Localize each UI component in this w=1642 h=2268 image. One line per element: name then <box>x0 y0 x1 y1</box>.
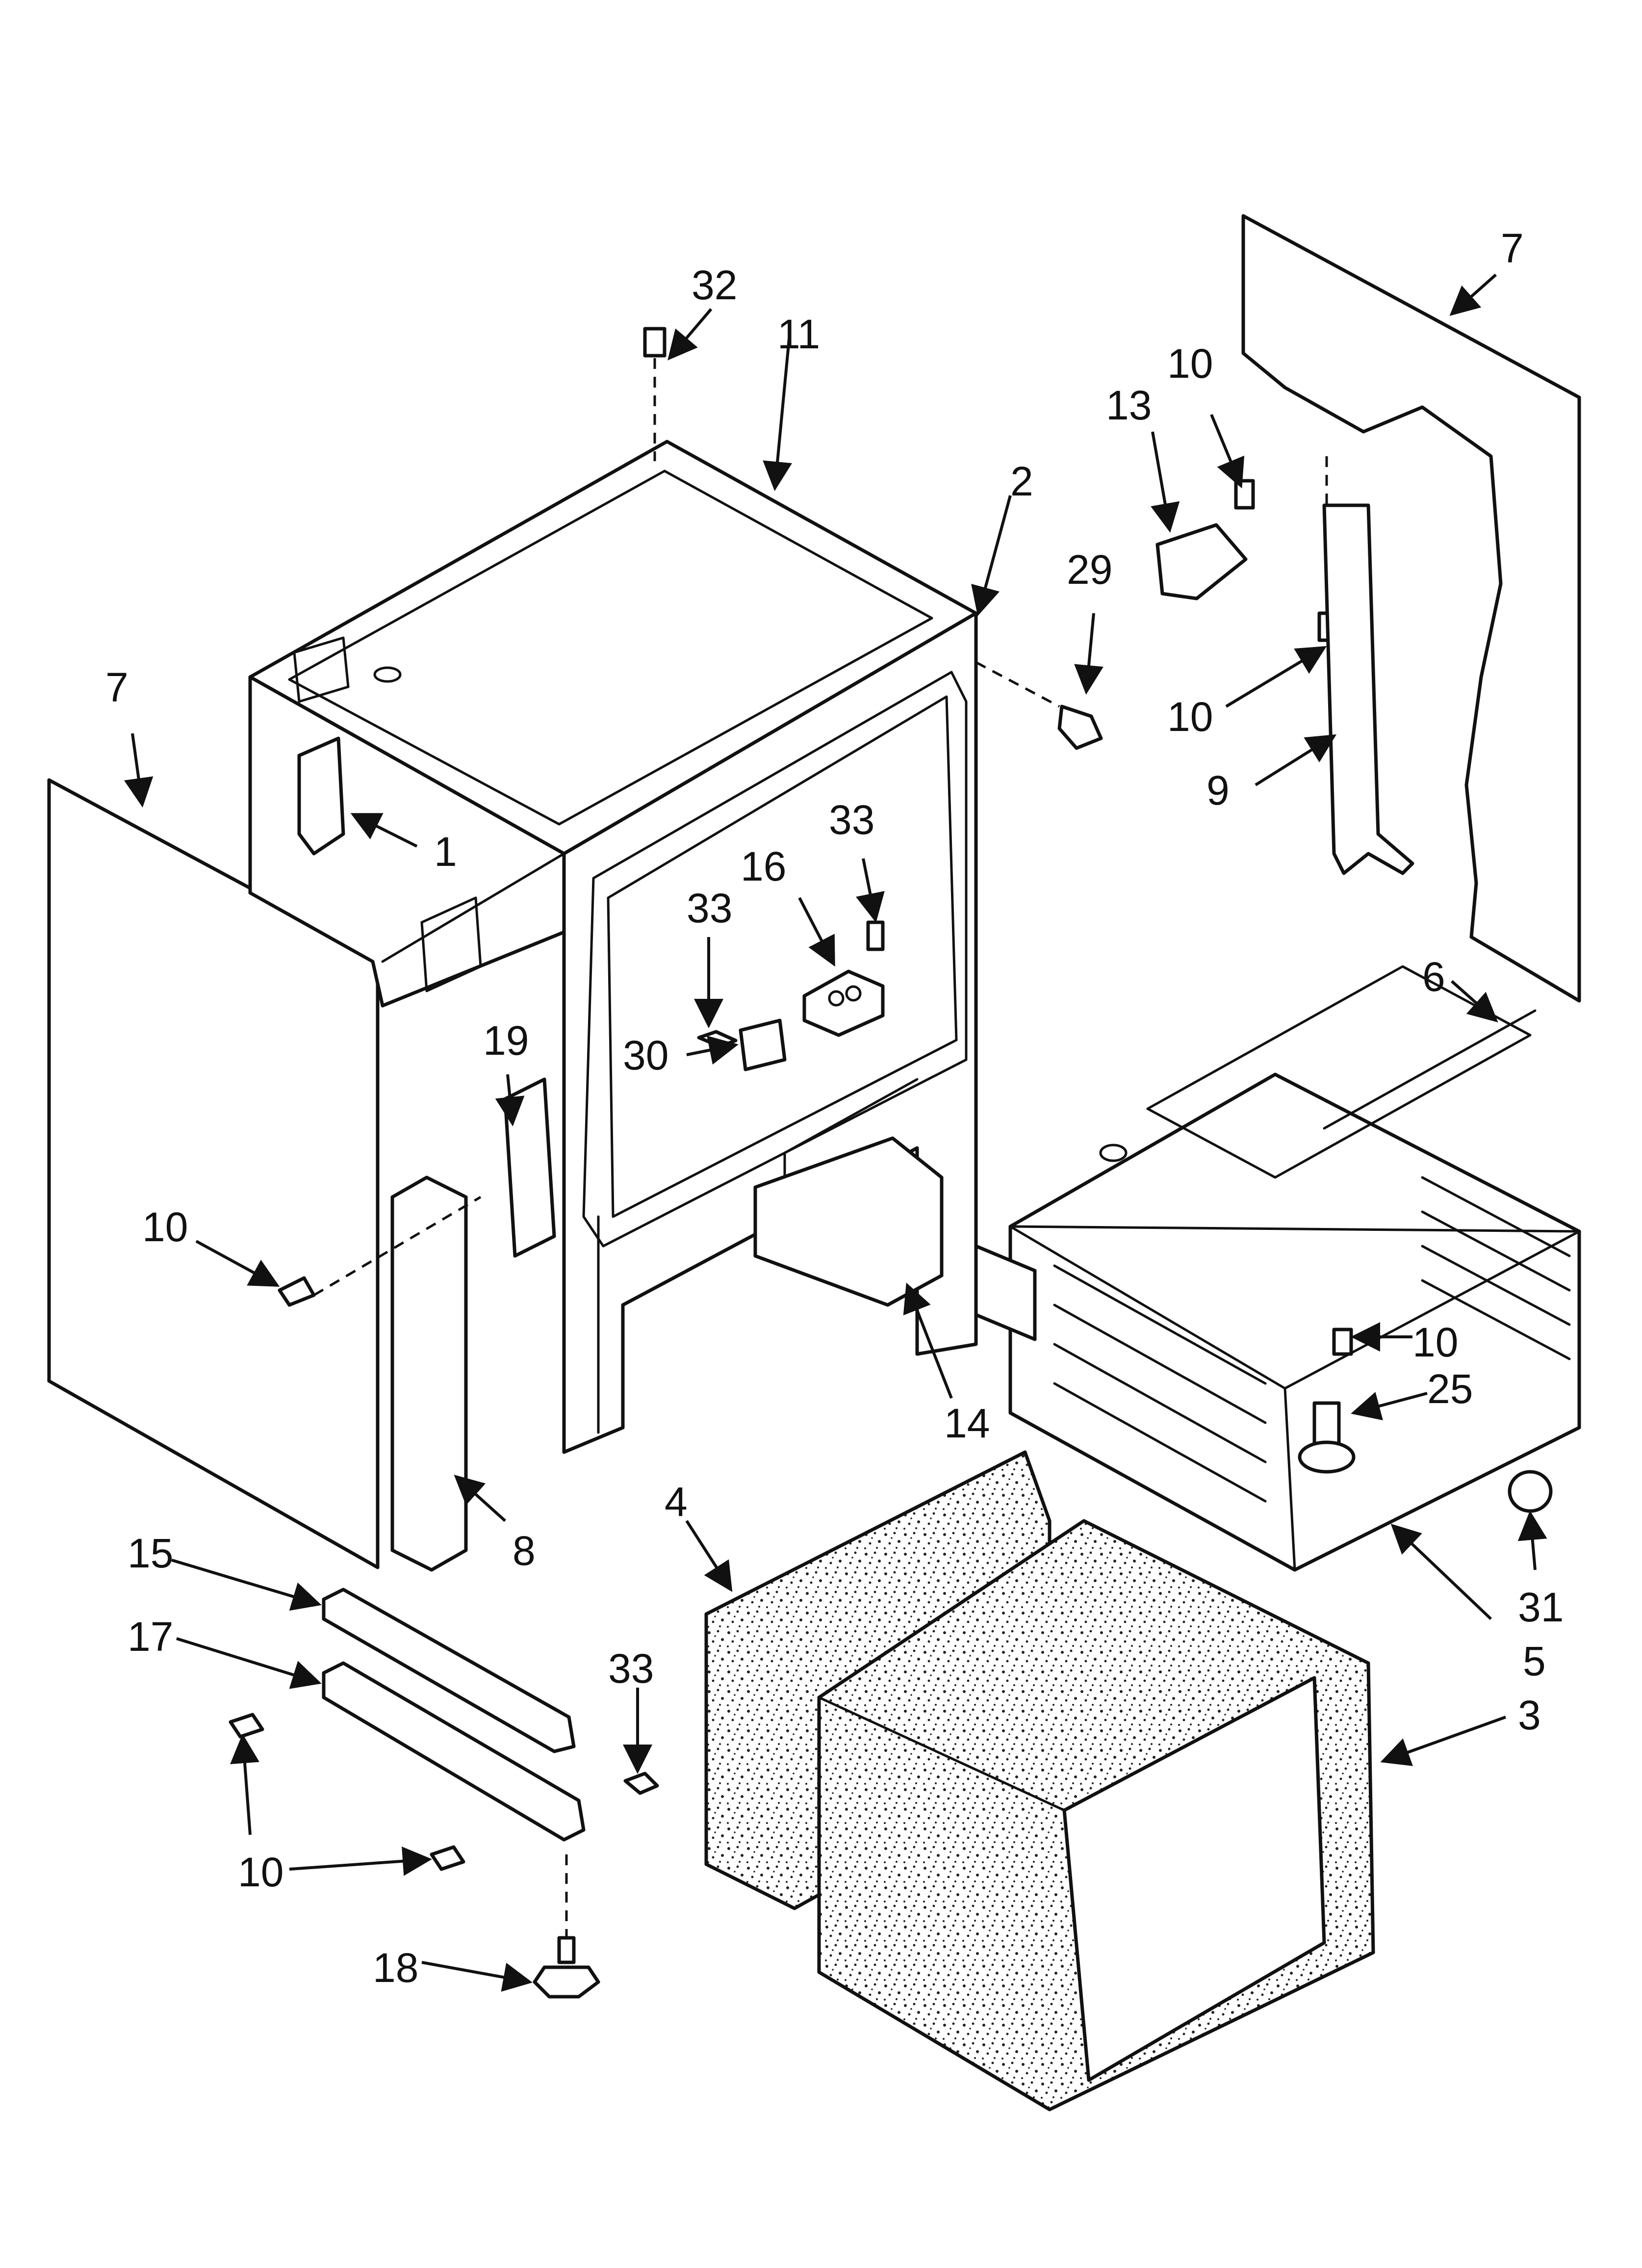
part-15-bracket <box>322 1588 576 1753</box>
callout-8: 8 <box>513 1528 536 1574</box>
callout-15: 15 <box>128 1530 173 1576</box>
part-29-grommet <box>975 661 1103 750</box>
callout-29: 29 <box>1067 547 1112 593</box>
part-13-bracket <box>1155 523 1248 600</box>
part-33-screw-b <box>866 920 885 951</box>
part-18-leveling-leg <box>533 1854 600 1999</box>
callout-7-right: 7 <box>1501 225 1524 271</box>
part-17-bracket <box>322 1661 586 1842</box>
part-6-oven-rack <box>1146 965 1537 1179</box>
callout-32: 32 <box>692 262 737 308</box>
part-8-side-rail <box>313 1175 482 1572</box>
callout-10-bottom: 10 <box>238 1849 283 1895</box>
callout-5: 5 <box>1523 1638 1546 1684</box>
part-10-screw-bottom-b <box>430 1845 465 1871</box>
callout-10-right: 10 <box>1167 694 1213 740</box>
callout-leaders <box>124 273 1547 1992</box>
part-10-screw-oven <box>1332 1328 1353 1356</box>
callout-33-b: 33 <box>829 797 874 843</box>
part-19-bracket <box>503 1077 556 1258</box>
callout-14: 14 <box>944 1400 990 1446</box>
callout-18: 18 <box>373 1945 418 1991</box>
part-33-screw-c <box>623 1772 659 1795</box>
part-5-oven-cavity <box>1008 1072 1581 1572</box>
callout-33-c: 33 <box>608 1645 654 1692</box>
part-10-screw-side <box>278 1276 316 1307</box>
callout-25: 25 <box>1427 1366 1473 1412</box>
callout-13: 13 <box>1106 382 1152 428</box>
callout-30: 30 <box>623 1032 668 1078</box>
callout-17: 17 <box>128 1614 173 1660</box>
callout-10-side: 10 <box>142 1204 188 1250</box>
callout-2: 2 <box>1010 458 1033 504</box>
part-10-screw-top <box>1234 479 1255 510</box>
part-3-insulation-wrap <box>817 1519 1375 2112</box>
part-16-terminal-block <box>802 969 885 1037</box>
callout-1: 1 <box>434 829 457 875</box>
callout-10-oven: 10 <box>1412 1319 1458 1365</box>
part-30-switch <box>739 1018 787 1071</box>
part-5-hinge-plate <box>974 1244 1037 1341</box>
callout-19: 19 <box>483 1017 529 1064</box>
part-25-element <box>1298 1401 1356 1474</box>
callout-33-a: 33 <box>687 885 732 931</box>
part-32-screw <box>643 327 667 461</box>
callout-9: 9 <box>1206 767 1230 813</box>
callout-3: 3 <box>1518 1692 1541 1738</box>
callout-labels: 7 32 11 2 1 29 13 10 10 9 7 33 16 33 30 … <box>105 225 1564 1991</box>
callout-16: 16 <box>741 843 786 889</box>
part-7-rear-panel-right <box>1241 214 1581 1003</box>
part-1-bracket <box>297 736 345 856</box>
callout-4: 4 <box>665 1479 688 1525</box>
callout-31: 31 <box>1518 1584 1564 1630</box>
part-10-screw-bottom-a <box>229 1713 264 1739</box>
callout-11: 11 <box>777 311 820 357</box>
part-9-vertical-bracket <box>1322 503 1414 875</box>
part-14-bracket <box>753 1136 944 1307</box>
callout-6: 6 <box>1422 954 1445 1000</box>
callout-10-top: 10 <box>1167 340 1213 387</box>
part-31-plug <box>1508 1470 1553 1513</box>
callout-7-left: 7 <box>105 664 128 710</box>
